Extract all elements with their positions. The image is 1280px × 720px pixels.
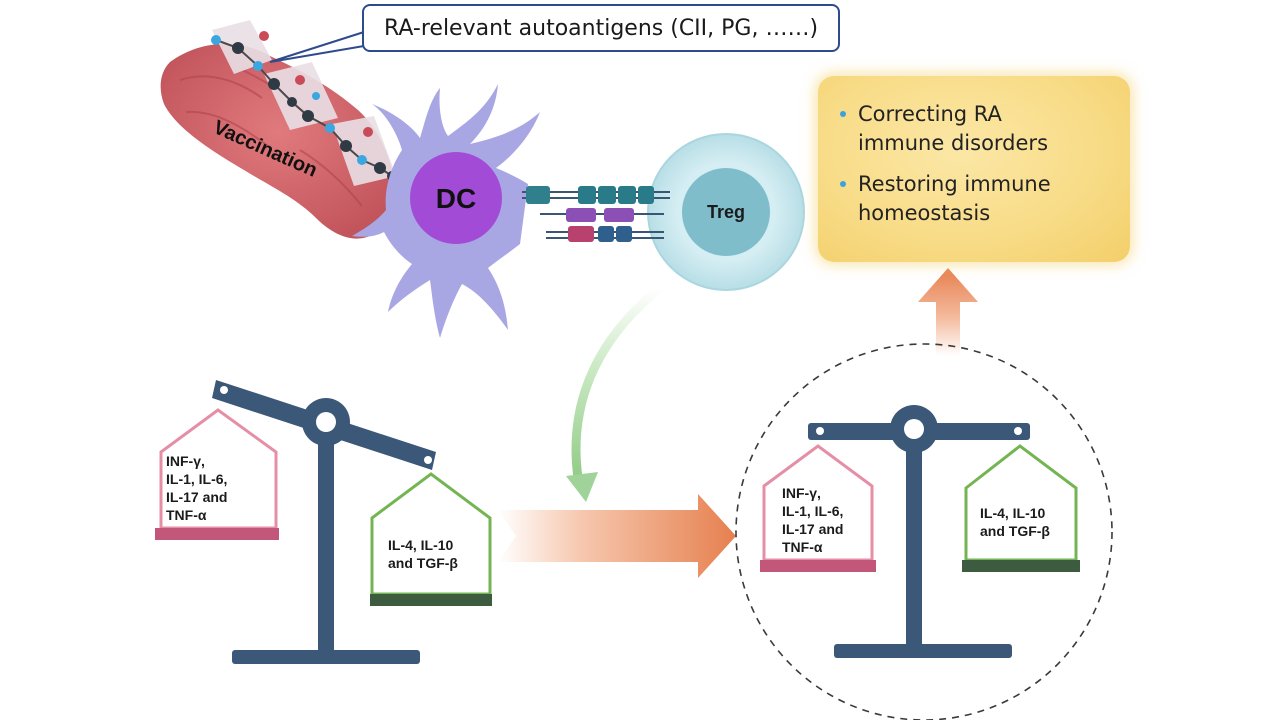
vaccination-tissue — [160, 20, 397, 239]
left-anti-inflammatory-pan — [370, 472, 492, 596]
restored-balance-circle — [735, 343, 1113, 720]
cytokine-line: INF-γ, — [782, 485, 821, 501]
autoantigen-callout: RA-relevant autoantigens (CII, PG, ……) — [362, 4, 840, 52]
cytokine-line: IL-4, IL-10 — [980, 505, 1046, 521]
right-anti-inflammatory-pan — [964, 444, 1078, 562]
outcome-item-line: immune disorders — [858, 131, 1049, 155]
dc-label: DC — [436, 183, 476, 214]
cytokine-line: IL-17 and — [166, 489, 228, 505]
cytokine-line: TNF-α — [166, 507, 207, 523]
shift-arrow — [498, 494, 736, 578]
autoantigen-peptides — [211, 31, 397, 181]
right-anti-inflammatory-label: IL-4, IL-10 and TGF-β — [980, 504, 1076, 540]
outcome-item: Restoring immune homeostasis — [836, 170, 1110, 228]
left-pro-inflammatory-label: INF-γ, IL-1, IL-6, IL-17 and TNF-α — [166, 452, 276, 524]
cytokine-line: IL-4, IL-10 — [388, 537, 454, 553]
callout-pointer — [269, 31, 365, 63]
cytokine-line: INF-γ, — [166, 453, 205, 469]
outcome-item-line: homeostasis — [858, 201, 991, 225]
outcome-list: Correcting RA immune disorders Restoring… — [836, 100, 1110, 228]
outcome-item-line: Restoring immune — [858, 172, 1051, 196]
treg-label: Treg — [707, 202, 745, 222]
outcome-item-line: Correcting RA — [858, 102, 1002, 126]
cytokine-line: IL-17 and — [782, 521, 844, 537]
left-pro-inflammatory-pan — [159, 408, 278, 530]
cytokine-line: and TGF-β — [980, 523, 1050, 539]
cytokine-line: IL-1, IL-6, — [782, 503, 844, 519]
treg-cell — [647, 133, 805, 291]
cytokine-line: and TGF-β — [388, 555, 458, 571]
receptor-interactions — [522, 186, 670, 242]
treg-to-balance-arrow — [566, 283, 665, 502]
outcome-arrow — [918, 268, 978, 356]
left-anti-inflammatory-label: IL-4, IL-10 and TGF-β — [388, 536, 488, 572]
cytokine-line: TNF-α — [782, 539, 823, 555]
right-pro-inflammatory-label: INF-γ, IL-1, IL-6, IL-17 and TNF-α — [782, 484, 878, 556]
right-pro-inflammatory-pan — [762, 444, 874, 562]
cytokine-line: IL-1, IL-6, — [166, 471, 228, 487]
outcome-item: Correcting RA immune disorders — [836, 100, 1110, 158]
dendritic-cell — [352, 84, 540, 338]
balance-left — [155, 380, 492, 664]
outcome-box: Correcting RA immune disorders Restoring… — [818, 76, 1130, 262]
balance-right — [760, 405, 1080, 658]
